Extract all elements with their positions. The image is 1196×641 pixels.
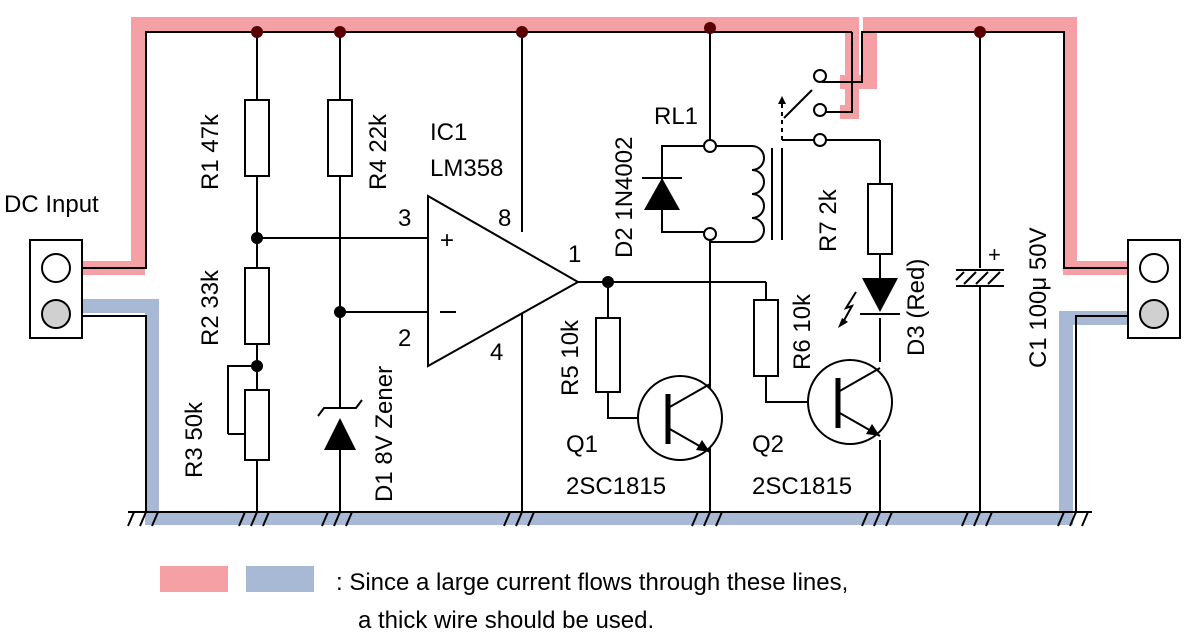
wires (78, 31, 1146, 513)
r2-label: R2 33k (197, 269, 224, 346)
q2-transistor (807, 359, 893, 445)
ic1-label: IC1 (430, 119, 467, 146)
legend: : Since a large current flows through th… (160, 566, 848, 634)
input-connector (29, 239, 83, 339)
resistors (228, 99, 893, 461)
c1-label: C1 100μ 50V (1025, 227, 1052, 368)
output-connector (1127, 239, 1181, 339)
d1-label: D1 8V Zener (371, 366, 398, 502)
legend-positive-swatch (160, 566, 228, 592)
r1-body (244, 99, 270, 177)
pin-2-label: 2 (398, 325, 411, 352)
pin-4-label: 4 (490, 339, 503, 366)
d2-label: D2 1N4002 (611, 137, 638, 258)
r3-label: R3 50k (181, 401, 208, 478)
legend-ground-swatch (246, 566, 314, 592)
ic1-part-label: LM358 (430, 155, 503, 182)
r7-label: R7 2k (815, 188, 842, 252)
r3-body (244, 389, 270, 461)
d2-diode (642, 177, 682, 210)
ic1-opamp: + (427, 194, 581, 368)
d3-led (838, 278, 900, 328)
r4-label: R4 22k (365, 113, 392, 190)
c1-capacitor: + (955, 242, 1004, 287)
r7-body (867, 183, 893, 255)
pin-1-label: 1 (568, 241, 581, 268)
svg-text:+: + (440, 227, 454, 254)
q1-transistor (637, 375, 723, 512)
r2-body (244, 267, 270, 345)
r6-body (753, 299, 779, 377)
q2-label: Q2 (752, 431, 784, 458)
svg-text:+: + (988, 242, 1001, 267)
d3-label: D3 (Red) (903, 259, 930, 356)
q2-part-label: 2SC1815 (752, 473, 852, 500)
ground-symbols (127, 511, 1092, 527)
relay-terminals (703, 69, 827, 241)
legend-text-line2: a thick wire should be used. (358, 607, 654, 634)
r4-body (327, 99, 353, 177)
r5-label: R5 10k (557, 319, 584, 396)
r5-body (595, 317, 621, 393)
junctions (251, 22, 986, 372)
q1-label: Q1 (566, 431, 598, 458)
r6-label: R6 10k (789, 293, 816, 370)
rl1-label: RL1 (654, 103, 698, 130)
r1-label: R1 47k (197, 113, 224, 190)
pin-8-label: 8 (498, 205, 511, 232)
d1-zener (317, 399, 363, 450)
q1-part-label: 2SC1815 (566, 473, 666, 500)
legend-text-line1: : Since a large current flows through th… (336, 569, 848, 596)
ground-highlight (80, 299, 1146, 525)
pin-3-label: 3 (398, 205, 411, 232)
dc-input-label: DC Input (4, 191, 99, 218)
